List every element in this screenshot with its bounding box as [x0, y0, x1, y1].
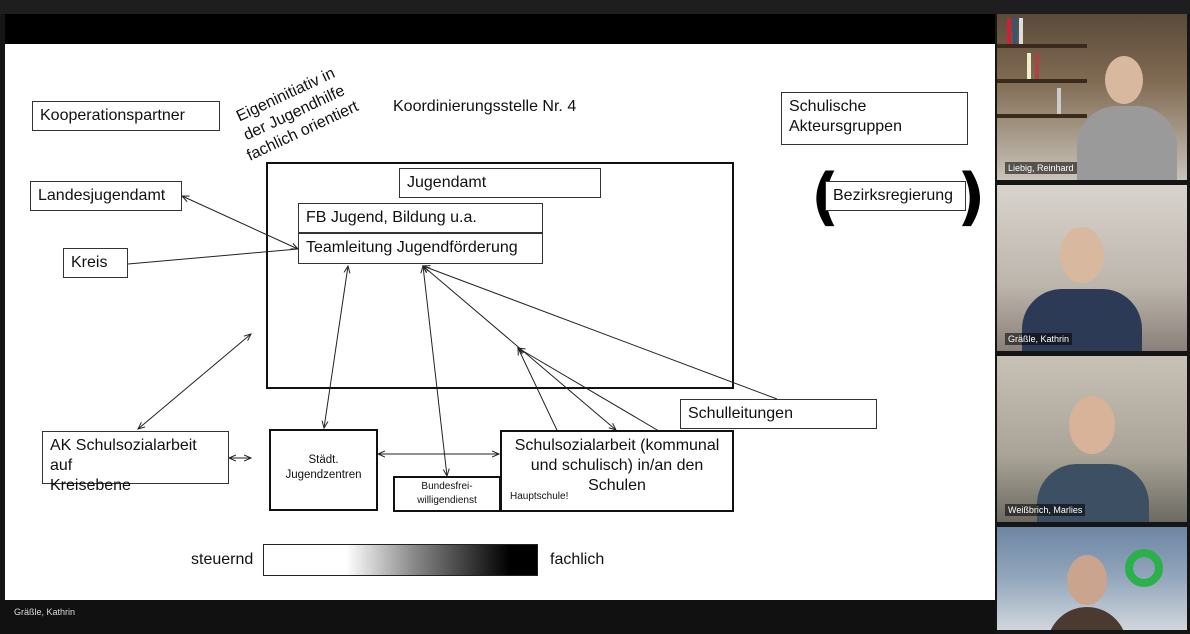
bookshelf-shelf — [997, 114, 1087, 118]
video-tile-3[interactable]: Weißbrich, Marlies — [997, 356, 1187, 522]
schulische-akteure-line2: Akteursgruppen — [789, 118, 902, 135]
presenter-name: Gräßle, Kathrin — [14, 607, 76, 617]
participant-name: Weißbrich, Marlies — [1005, 504, 1086, 516]
jugendamt-label: Jugendamt — [407, 174, 487, 191]
book — [1027, 53, 1031, 79]
fb-jugend-box: FB Jugend, Bildung u.a. — [298, 203, 543, 233]
presenter-bar — [0, 600, 995, 634]
bookshelf-shelf — [997, 44, 1087, 48]
participant-name: Gräßle, Kathrin — [1005, 333, 1073, 345]
jugendzentren-line1: Städt. — [308, 454, 339, 466]
video-tile-2[interactable]: Gräßle, Kathrin — [997, 185, 1187, 351]
schulische-akteure-box: Schulische Akteursgruppen — [781, 92, 968, 145]
schulsozialarbeit-line1: Schulsozialarbeit (kommunal — [514, 437, 720, 454]
book — [1035, 53, 1039, 79]
book — [1013, 18, 1017, 44]
ak-schulsozialarbeit-box: AK Schulsozialarbeit auf Kreisebene — [42, 431, 229, 494]
participant-head — [1067, 555, 1107, 605]
jugendzentren-box: Städt. Jugendzentren — [269, 429, 378, 511]
ak-line2: Kreisebene — [50, 477, 131, 494]
participant-head — [1060, 227, 1104, 283]
participant-head — [1105, 56, 1143, 104]
kreis-label: Kreis — [71, 254, 108, 271]
bezirksregierung-close-paren: ) — [957, 160, 986, 233]
teamleitung-box: Teamleitung Jugendförderung — [298, 233, 543, 264]
bezirksregierung-label: Bezirksregierung — [833, 187, 954, 204]
schulleitungen-box: Schulleitungen — [680, 399, 877, 429]
scale-left-label: steuernd — [191, 551, 254, 568]
teamleitung-label: Teamleitung Jugendförderung — [306, 239, 518, 256]
schulische-akteure-line1: Schulische — [789, 98, 867, 115]
participant-body — [1047, 607, 1127, 630]
jugendamt-box: Jugendamt — [399, 168, 601, 198]
ak-line1: AK Schulsozialarbeit auf — [50, 437, 197, 474]
video-tile-4[interactable] — [997, 527, 1187, 630]
participant-name: Liebig, Reinhard — [1005, 162, 1077, 174]
kooperationspartner-label: Kooperationspartner — [40, 107, 185, 124]
book — [1007, 18, 1011, 44]
window-top-bar — [0, 0, 1190, 14]
schulleitungen-label: Schulleitungen — [688, 405, 793, 422]
jugendzentren-line2: Jugendzentren — [285, 469, 362, 481]
participant-body — [1077, 106, 1177, 180]
steuernd-fachlich-gradient — [263, 544, 538, 576]
landesjugendamt-label: Landesjugendamt — [38, 187, 166, 204]
kooperationspartner-box: Kooperationspartner — [32, 101, 220, 131]
schulsozialarbeit-line2: und schulisch) in/an den — [530, 457, 704, 474]
video-tile-1[interactable]: Liebig, Reinhard — [997, 14, 1187, 180]
book — [1057, 88, 1061, 114]
landesjugendamt-box: Landesjugendamt — [30, 181, 182, 211]
connector-arrows — [127, 162, 778, 600]
bfd-line1: Bundesfrei- — [421, 481, 473, 492]
bookshelf-shelf — [997, 79, 1087, 83]
green-logo-icon — [1125, 549, 1163, 587]
slide-title: Koordinierungsstelle Nr. 4 — [393, 98, 577, 115]
bezirksregierung-box: Bezirksregierung — [825, 181, 966, 211]
presentation-slide: Koordinierungsstelle Nr. 4 Kooperationsp… — [5, 44, 995, 600]
schulsozialarbeit-line3: Schulen — [588, 477, 646, 494]
scale-right-label: fachlich — [550, 551, 605, 568]
kreis-box: Kreis — [63, 248, 128, 278]
bundesfreiwilligendienst-box: Bundesfrei- willigendienst — [393, 476, 501, 512]
participant-head — [1069, 396, 1115, 454]
bfd-line2: willigendienst — [417, 495, 477, 506]
schulsozialarbeit-box: Schulsozialarbeit (kommunal und schulisc… — [500, 430, 734, 512]
book — [1019, 18, 1023, 44]
fb-jugend-label: FB Jugend, Bildung u.a. — [306, 209, 477, 226]
hauptschule-note: Hauptschule! — [510, 491, 569, 502]
